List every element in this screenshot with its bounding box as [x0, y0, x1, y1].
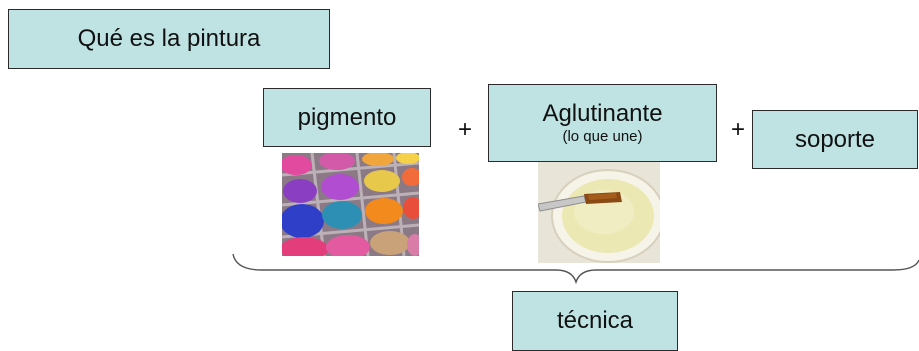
result-box: técnica: [512, 291, 678, 351]
plus-operator-1: +: [458, 116, 473, 143]
binder-label: Aglutinante: [542, 99, 663, 127]
pigment-label: pigmento: [297, 103, 397, 131]
support-label: soporte: [794, 125, 876, 153]
title-box: Qué es la pintura: [8, 9, 330, 69]
pigment-powder-photo: [282, 153, 419, 256]
support-box: soporte: [752, 110, 918, 169]
title-label: Qué es la pintura: [77, 25, 261, 53]
pigment-box: pigmento: [263, 88, 431, 147]
result-label: técnica: [556, 307, 634, 335]
binder-sublabel: (lo que une): [562, 127, 643, 145]
plus-operator-2: +: [731, 116, 746, 143]
binder-bowl-image: [538, 162, 660, 263]
binder-box: Aglutinante (lo que une): [488, 84, 717, 162]
pigment-powder-image: [282, 153, 419, 256]
binder-bowl-photo: [538, 162, 660, 263]
